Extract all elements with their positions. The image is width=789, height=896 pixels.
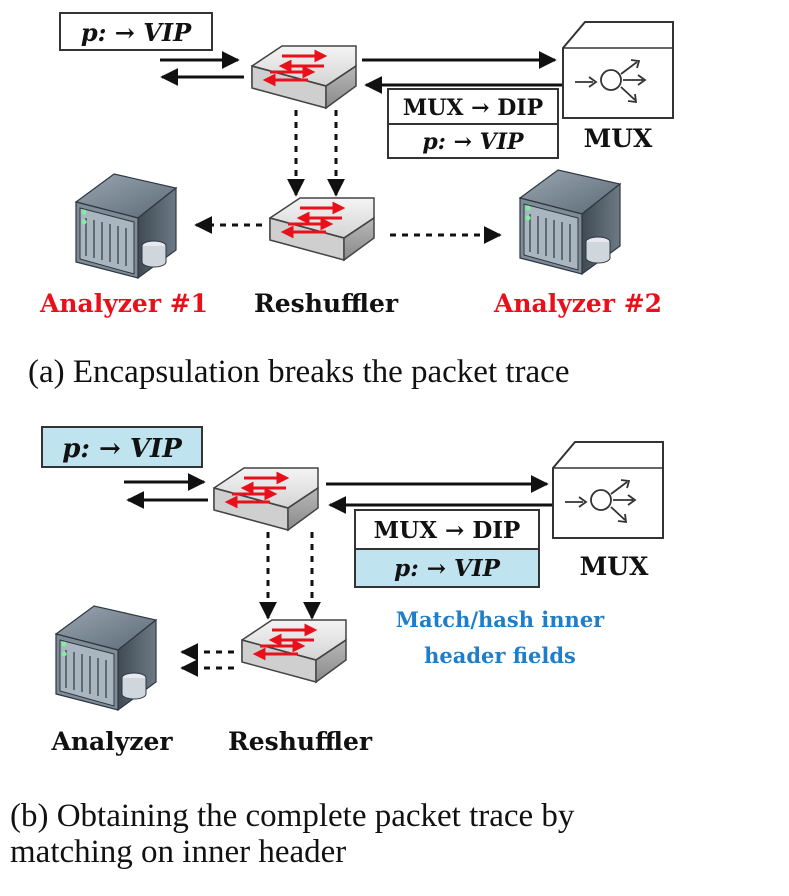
packet-label-a: p: → VIP (81, 18, 192, 47)
switch-icon (212, 466, 320, 532)
mux-label-b: MUX (580, 552, 649, 581)
mux-icon (552, 441, 664, 539)
switch-icon (240, 618, 348, 684)
mirror-links-b (180, 532, 321, 677)
mux-label-a: MUX (584, 124, 653, 153)
note-line-1: Match/hash inner (396, 607, 605, 632)
packet-label-box-b (41, 426, 203, 468)
encap-outer-label-b: MUX → DIP (374, 517, 521, 544)
reshuffler-label-b: Reshuffler (228, 727, 373, 756)
panel-a: p: → VIP MUX → DIP p: → VIP MUX Analyzer… (28, 12, 674, 390)
encap-outer-label-a: MUX → DIP (403, 95, 543, 121)
mirror-links-a (194, 110, 502, 244)
server-icon (75, 173, 177, 279)
encap-inner-box-a (387, 123, 559, 159)
switch-icon (268, 196, 376, 262)
encap-inner-box-b (354, 548, 540, 588)
links-a (160, 51, 562, 94)
server-icon (55, 605, 157, 711)
analyzer1-label: Analyzer #1 (39, 289, 208, 318)
switch-icon (250, 44, 358, 110)
encap-inner-label-b: p: → VIP (394, 555, 500, 582)
caption-a: (a) Encapsulation breaks the packet trac… (28, 354, 569, 390)
reshuffler-label-a: Reshuffler (254, 289, 399, 318)
mux-icon (562, 21, 674, 119)
analyzer2-label: Analyzer #2 (493, 289, 662, 318)
encap-outer-box-a (387, 88, 559, 125)
links-b (124, 473, 554, 514)
packet-label-b: p: → VIP (62, 434, 183, 464)
server-icon (519, 169, 621, 275)
analyzer-label: Analyzer (50, 727, 173, 756)
caption-b-line-2: matching on inner header (10, 834, 346, 870)
encap-inner-label-a: p: → VIP (422, 129, 525, 155)
caption-b-line-1: (b) Obtaining the complete packet trace … (10, 798, 575, 834)
packet-label-box-a (59, 12, 213, 51)
note-line-2: header fields (424, 643, 576, 668)
encap-outer-box-b (354, 509, 540, 550)
panel-b: p: → VIP MUX → DIP p: → VIP MUX Match/ha… (10, 426, 664, 870)
